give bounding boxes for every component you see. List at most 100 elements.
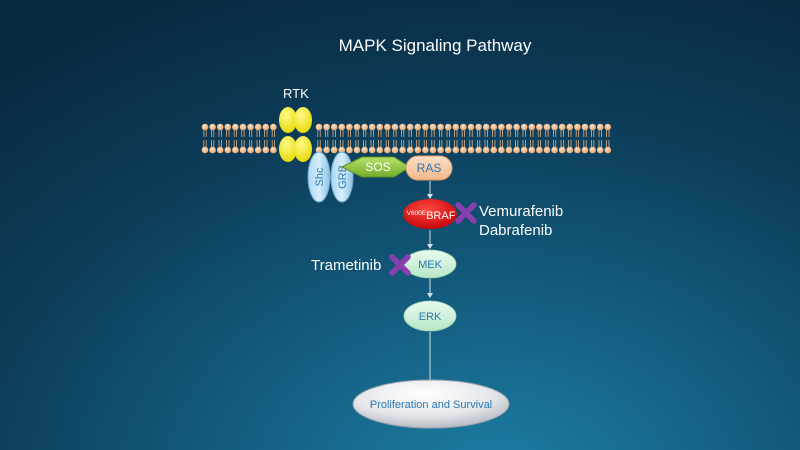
lipid-head [262,146,270,154]
lipid-head [437,146,444,154]
lipid-head [209,123,216,131]
lipid-head [543,146,551,154]
lipid-head [589,123,596,131]
mek-protein: MEK [403,249,457,279]
lipid-head [574,146,581,154]
lipid-head [315,146,323,154]
lipid-head [399,123,406,131]
lipid-head [391,146,399,154]
lipid-head [270,123,277,131]
lipid-head [566,146,574,154]
lipid-head [452,123,460,131]
lipid-head [406,123,414,131]
lipid-head [596,146,604,154]
ras-label: RAS [417,161,442,175]
braf-label: BRAF [426,210,456,222]
lipid-head [467,146,475,154]
lipid-head [574,123,581,131]
lipid-head [346,146,353,154]
lipid-head [467,123,475,131]
lipid-head [346,123,353,131]
drug-label-trametinib: Trametinib [311,257,382,274]
lipid-head [536,146,543,154]
lipid-head [520,123,528,131]
lipid-head [513,123,520,131]
lipid-head [224,146,232,154]
lipid-head [353,146,361,154]
lipid-head [498,146,505,154]
lipid-head [338,123,346,131]
mek-inhibitor-x-icon [389,254,411,276]
lipid-head [551,123,558,131]
pathway-arrows [427,181,433,381]
cell-membrane [201,123,612,154]
lipid-head [239,146,247,154]
lipid-head [498,123,505,131]
lipid-head [475,146,482,154]
lipid-head [315,123,323,131]
lipid-head [482,123,490,131]
lipid-head [528,146,536,154]
lipid-head [361,146,368,154]
lipid-head [239,123,247,131]
lipid-head [414,146,422,154]
lipid-head [224,123,232,131]
lipid-head [414,123,422,131]
diagram-title: MAPK Signaling Pathway [338,36,532,55]
lipid-head [254,123,262,131]
lipid-head [232,146,239,154]
lipid-head [460,123,467,131]
lipid-head [520,146,528,154]
lipid-head [596,123,604,131]
lipid-head [384,146,391,154]
lipid-head [581,123,589,131]
lipid-head [368,146,376,154]
lipid-head [247,146,254,154]
lipid-head [460,146,467,154]
lipid-head [422,123,429,131]
lipid-head [391,123,399,131]
lipid-head [429,146,437,154]
lipid-head [422,146,429,154]
lipid-head [528,123,536,131]
lipid-head [452,146,460,154]
lipid-head [330,146,338,154]
lipid-head [232,123,239,131]
lipid-head [368,123,376,131]
lipid-head [376,123,384,131]
braf-protein: V600EBRAF [403,199,457,229]
lipid-head [437,123,444,131]
lipid-head [551,146,558,154]
lipid-head [353,123,361,131]
lipid-head [429,123,437,131]
lipid-head [216,146,224,154]
lipid-head [209,146,216,154]
lipid-head [475,123,482,131]
rtk-label: RTK [283,86,309,101]
lipid-head [323,123,330,131]
lipid-head [444,146,452,154]
lipid-head [589,146,596,154]
lipid-head [254,146,262,154]
lipid-head [505,146,513,154]
lipid-head [444,123,452,131]
mek-label: MEK [418,259,443,271]
lipid-head [566,123,574,131]
grb-label: GRB [337,165,349,189]
lipid-head [558,123,566,131]
lipid-head [490,123,498,131]
shc-adaptor: Shc [307,151,331,203]
lipid-head [604,146,612,154]
lipid-head [604,123,612,131]
drug-label-dabrafenib: Dabrafenib [479,222,553,239]
rtk-receptor [279,107,312,162]
svg-text:V600EBRAF: V600EBRAF [407,210,456,222]
lipid-head [558,146,566,154]
lipid-head [490,146,498,154]
lipid-head [201,146,209,154]
lipid-head [262,123,270,131]
lipid-head [247,123,254,131]
lipid-head [505,123,513,131]
